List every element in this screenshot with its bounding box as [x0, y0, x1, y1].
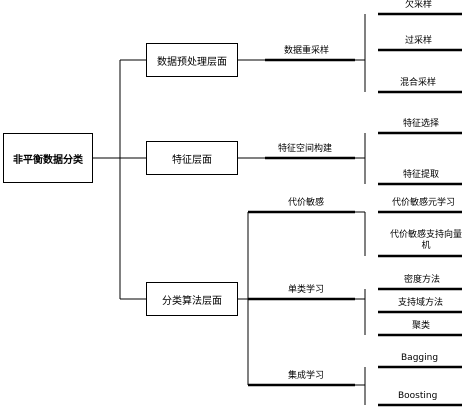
method-label-feature-space: 特征空间构建 [278, 144, 333, 154]
leaf-label-density-method: 密度方法 [404, 275, 441, 285]
leaf-label-undersampling: 欠采样 [405, 0, 433, 10]
leaf-label-cost-svm: 代价敏感支持向量机 [389, 230, 462, 251]
level-node-algorithm: 分类算法层面 [146, 282, 238, 316]
level-label: 数据预处理层面 [157, 56, 227, 68]
level-node-feature: 特征层面 [146, 141, 238, 175]
method-label-ensemble: 集成学习 [288, 371, 325, 381]
root-node: 非平衡数据分类 [3, 133, 93, 183]
method-label-one-class: 单类学习 [288, 285, 325, 295]
leaf-label-feature-selection: 特征选择 [403, 119, 440, 129]
level-node-preprocessing: 数据预处理层面 [146, 43, 238, 77]
leaf-label-cost-meta-learning: 代价敏感元学习 [392, 198, 456, 208]
leaf-label-boosting: Boosting [398, 391, 438, 401]
leaf-label-clustering: 聚类 [412, 321, 431, 331]
method-label-resampling: 数据重采样 [284, 46, 330, 56]
level-label: 特征层面 [172, 154, 212, 166]
leaf-label-oversampling: 过采样 [405, 36, 433, 46]
leaf-label-support-domain: 支持域方法 [398, 298, 444, 308]
root-label: 非平衡数据分类 [13, 154, 83, 166]
leaf-label-hybrid-sampling: 混合采样 [400, 78, 437, 88]
leaf-label-feature-extraction: 特征提取 [403, 170, 440, 180]
level-label: 分类算法层面 [162, 295, 222, 307]
method-label-cost-sensitive: 代价敏感 [288, 198, 325, 208]
leaf-label-bagging: Bagging [401, 353, 439, 363]
